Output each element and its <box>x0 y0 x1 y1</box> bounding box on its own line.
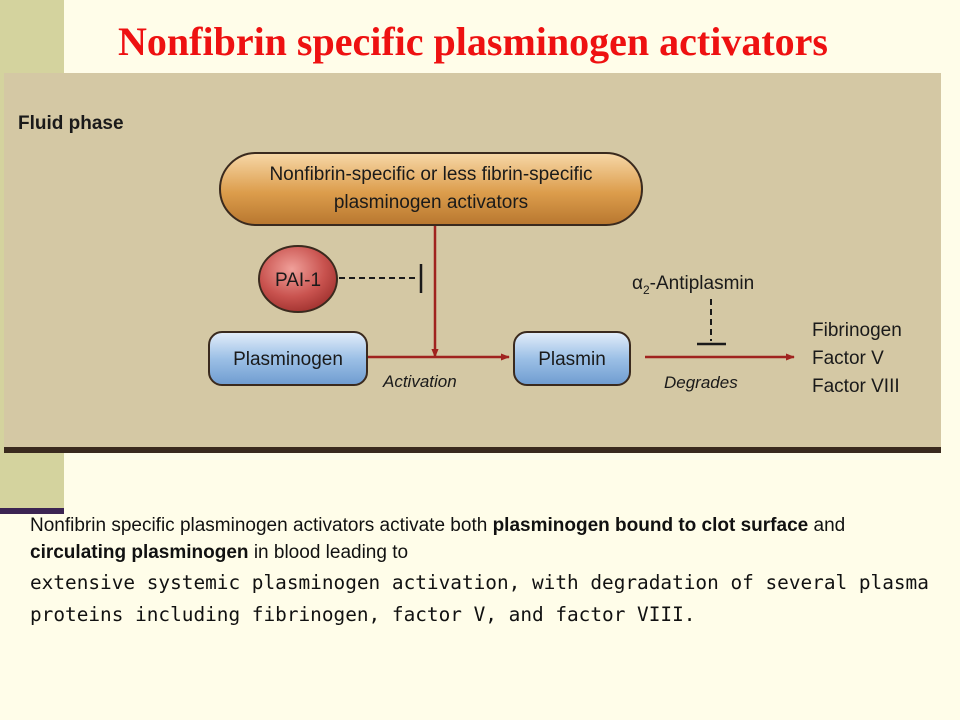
plasminogen-label: Plasminogen <box>233 349 343 370</box>
caption-text-3: in blood leading to <box>248 542 409 563</box>
diagram-panel <box>4 73 941 453</box>
slide-title: Nonfibrin specific plasminogen activator… <box>118 19 828 64</box>
caption-text-1: Nonfibrin specific plasminogen activator… <box>30 515 493 536</box>
target-factor-viii: Factor VIII <box>812 376 900 397</box>
target-fibrinogen: Fibrinogen <box>812 320 902 341</box>
target-factor-v: Factor V <box>812 348 884 369</box>
diagram-bottom-edge <box>4 447 941 453</box>
fluid-phase-diagram: Fluid phase Nonfibrin-specific or less f… <box>4 73 941 453</box>
pai1-label: PAI-1 <box>275 270 321 291</box>
caption-paragraph-part2: extensive systemic plasminogen activatio… <box>30 571 929 626</box>
caption-bold-clot-bound: plasminogen bound to clot surface <box>492 515 809 536</box>
plasminogen-box <box>208 331 368 386</box>
caption-bold-circulating: circulating plasminogen <box>30 542 249 563</box>
left-accent-rule <box>0 508 64 514</box>
plasmin-label: Plasmin <box>538 349 606 370</box>
section-label: Fluid phase <box>18 113 124 134</box>
activation-label: Activation <box>382 372 457 391</box>
activator-label-line1: Nonfibrin-specific or less fibrin-specif… <box>269 164 592 185</box>
activator-label-line2: plasminogen activators <box>334 192 528 213</box>
caption-paragraph-part1: Nonfibrin specific plasminogen activator… <box>30 512 935 566</box>
degrades-label: Degrades <box>664 373 738 392</box>
plasmin-box <box>513 331 631 386</box>
caption: Nonfibrin specific plasminogen activator… <box>30 512 935 631</box>
antiplasmin-label: α2-Antiplasmin <box>632 273 754 297</box>
activator-pill <box>219 152 643 226</box>
pai1-circle <box>258 245 338 313</box>
caption-text-2: and <box>808 515 846 536</box>
